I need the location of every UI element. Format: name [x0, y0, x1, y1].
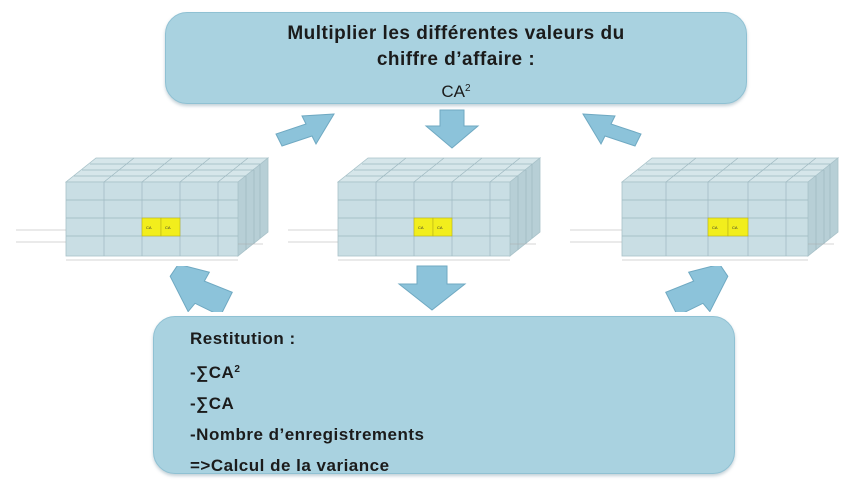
top-instruction-box: Multiplier les différentes valeurs du ch… [165, 12, 747, 104]
restitution-box: Restitution : -∑CA2 -∑CA -Nombre d’enreg… [153, 316, 735, 475]
cube-body [570, 157, 840, 261]
top-line-2: chiffre d’affaire : [376, 49, 536, 70]
data-cube-left: CA CA [16, 157, 270, 261]
data-cube-middle: CA CA [288, 157, 542, 261]
arrow-down-left-icon [665, 266, 729, 312]
cube-cell-label: CA [712, 225, 718, 230]
restitution-item-variance: =>Calcul de la variance [190, 456, 390, 475]
restitution-title: Restitution : [190, 329, 296, 348]
cube-cell-label: CA [165, 225, 171, 230]
cube-body [16, 157, 270, 261]
item-base: -∑CA [190, 363, 235, 382]
arrow-down-left-icon [275, 113, 335, 147]
cube-cell-label: CA [418, 225, 424, 230]
top-line-1: Multiplier les différentes valeurs du [287, 23, 625, 44]
cube-cell-label: CA [732, 225, 738, 230]
cube-body [288, 157, 542, 261]
formula-exponent: 2 [465, 83, 471, 94]
arrow-down-right-icon [582, 113, 642, 147]
restitution-item-sum: -∑CA [190, 394, 235, 413]
formula-base: CA [441, 82, 466, 101]
restitution-item-sum-squares: -∑CA2 [190, 354, 734, 388]
arrow-down-icon [424, 109, 480, 149]
cube-cell-label: CA [437, 225, 443, 230]
arrow-down-icon [397, 265, 467, 311]
data-cube-right: CA CA [570, 157, 840, 261]
arrow-down-right-icon [169, 266, 233, 312]
top-formula: CA2 [166, 79, 746, 102]
cube-cell-label: CA [146, 225, 152, 230]
item-exponent: 2 [234, 364, 241, 375]
restitution-item-count: -Nombre d’enregistrements [190, 425, 425, 444]
